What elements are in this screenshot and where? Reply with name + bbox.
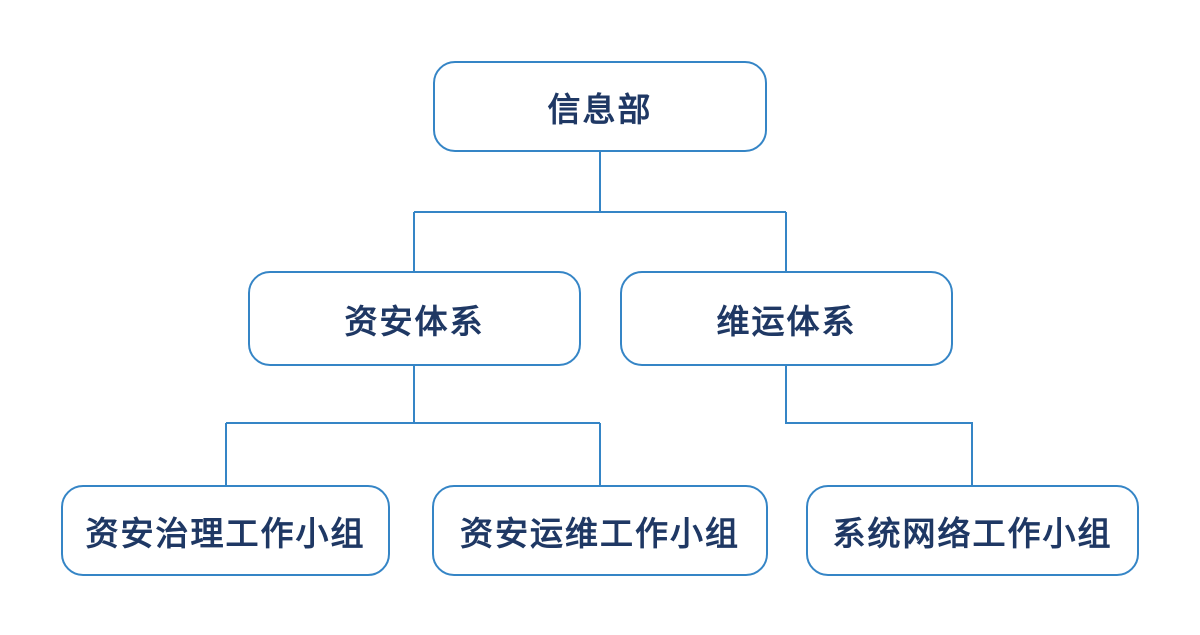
- org-node-system-network-team: 系统网络工作小组: [806, 485, 1139, 576]
- org-node-root: 信息部: [433, 61, 767, 152]
- org-node-security-operations-team: 资安运维工作小组: [432, 485, 768, 576]
- connector-sec-system-children: [225, 366, 601, 485]
- org-node-security-governance-team: 资安治理工作小组: [61, 485, 390, 576]
- connector-root-children: [413, 152, 787, 271]
- org-node-security-system: 资安体系: [248, 271, 581, 366]
- connector-ops-system-children: [785, 366, 973, 485]
- org-node-operations-system: 维运体系: [620, 271, 953, 366]
